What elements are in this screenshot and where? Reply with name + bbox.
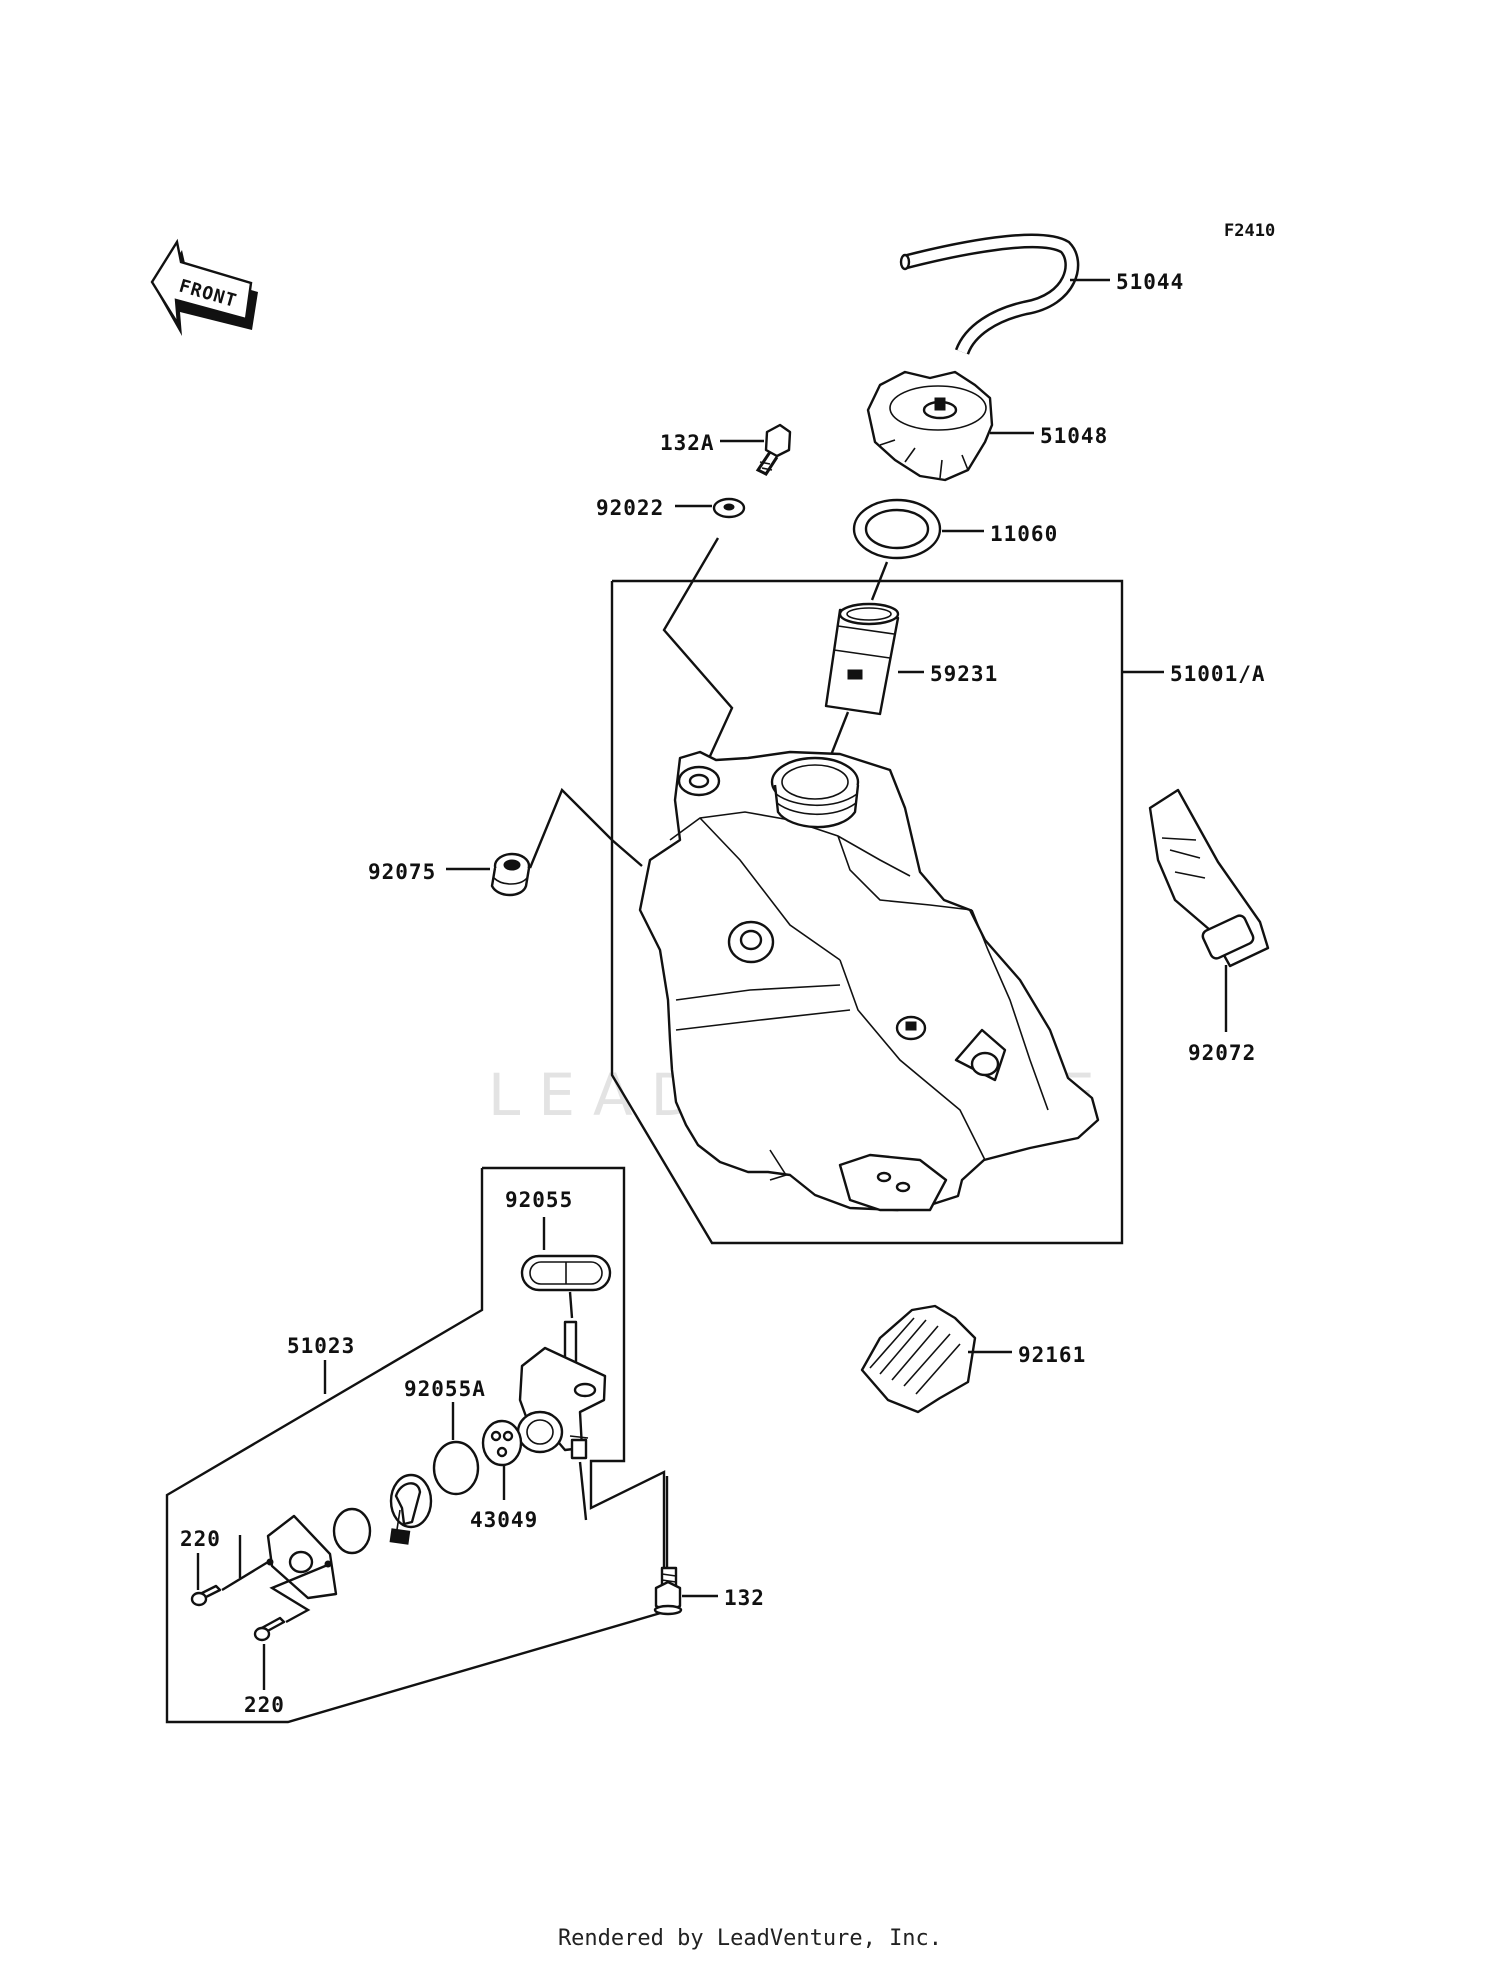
cock-lever (389, 1473, 433, 1545)
bolt-132 (653, 1476, 683, 1616)
gasket-11060 (852, 498, 942, 560)
part-label-92072: 92072 (1188, 1041, 1256, 1065)
fuel-cap (866, 370, 994, 482)
leader-cock-to-132 (578, 1461, 588, 1521)
front-arrow-icon: FRONT (150, 238, 258, 336)
screw-220-upper (190, 1535, 269, 1607)
part-label-51048: 51048 (1040, 424, 1108, 448)
footer-credit: Rendered by LeadVenture, Inc. (557, 1926, 943, 1951)
bolt-132a (755, 423, 792, 476)
o-ring-92055a (432, 1440, 480, 1496)
part-label-92161: 92161 (1018, 1343, 1086, 1367)
cock-cover-plate (266, 1514, 338, 1600)
part-label-220-upper: 220 (180, 1527, 221, 1551)
part-label-92022: 92022 (596, 496, 664, 520)
part-label-132a: 132A (660, 431, 715, 455)
damper-92075 (490, 852, 531, 897)
o-ring (332, 1507, 372, 1555)
fuel-tank (638, 750, 1100, 1212)
part-label-132: 132 (724, 1586, 765, 1610)
gasket-43049 (481, 1419, 523, 1467)
part-label-43049: 43049 (470, 1508, 538, 1532)
cover-92161 (860, 1304, 977, 1414)
part-label-11060: 11060 (990, 522, 1058, 546)
part-label-92055a: 92055A (404, 1377, 486, 1401)
figure-code: F2410 (1224, 221, 1275, 241)
part-label-51044: 51044 (1116, 270, 1184, 294)
screw-220-lower (253, 1562, 331, 1642)
part-label-51023: 51023 (287, 1334, 355, 1358)
part-label-92075: 92075 (368, 860, 436, 884)
rubber-strap-92072 (1148, 788, 1270, 968)
leader-damper-to-tank (528, 787, 643, 869)
breather-hose (899, 233, 1080, 356)
part-label-92055: 92055 (505, 1188, 573, 1212)
part-label-220-lower: 220 (244, 1693, 285, 1717)
part-label-59231: 59231 (930, 662, 998, 686)
fuel-cock (516, 1320, 607, 1460)
leader-strainer-to-cock (568, 1291, 574, 1319)
fuel-filter-59231 (824, 602, 900, 716)
washer-hole (723, 503, 735, 511)
leader-washer-to-tank (662, 537, 734, 779)
strainer-92055 (520, 1254, 612, 1292)
part-label-51001a: 51001/A (1170, 662, 1266, 686)
assembly-box-51001a (610, 579, 1124, 1245)
assembly-box-51023 (165, 1166, 666, 1724)
